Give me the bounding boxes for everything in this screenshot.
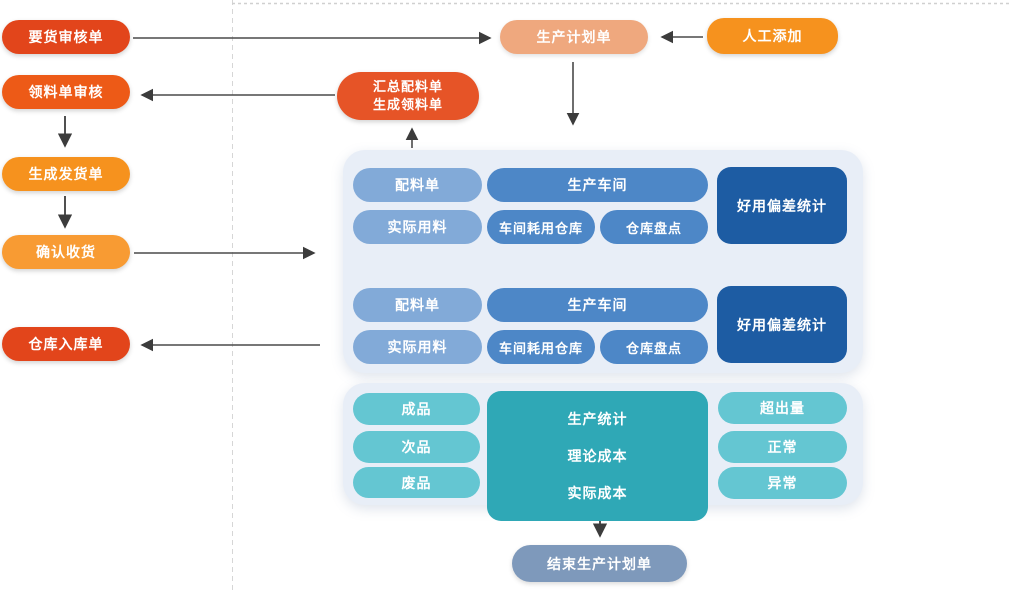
node-abnormal: 异常 <box>718 467 847 499</box>
node-excess-amount: 超出量 <box>718 392 847 424</box>
node-workshop-warehouse-2: 车间耗用仓库 <box>487 330 595 364</box>
node-manual-add: 人工添加 <box>707 18 838 54</box>
node-finished-goods: 成品 <box>353 393 480 425</box>
node-warehouse-inbound: 仓库入库单 <box>2 327 130 361</box>
node-deviation-stats-1: 好用偏差统计 <box>717 167 847 244</box>
node-inventory-check-2: 仓库盘点 <box>600 330 708 364</box>
node-deviation-stats-2: 好用偏差统计 <box>717 286 847 363</box>
summary-line-2: 生成领料单 <box>372 97 443 112</box>
node-actual-usage-2: 实际用料 <box>353 330 482 364</box>
node-create-delivery: 生成发货单 <box>2 157 130 191</box>
node-end-production-plan: 结束生产计划单 <box>512 545 687 582</box>
node-cost-stats: 生产统计 理论成本 实际成本 <box>487 391 708 521</box>
summary-line-1: 汇总配料单 <box>372 79 443 94</box>
cost-stats-line-3: 实际成本 <box>567 484 628 501</box>
node-confirm-receipt: 确认收货 <box>2 235 130 269</box>
node-demand-review: 要货审核单 <box>2 20 130 54</box>
node-picking-review: 领料单审核 <box>2 75 130 109</box>
node-bom-2: 配料单 <box>353 288 482 322</box>
node-workshop-1: 生产车间 <box>487 168 708 202</box>
cost-stats-line-2: 理论成本 <box>567 447 628 464</box>
cost-stats-line-1: 生产统计 <box>567 411 628 428</box>
node-workshop-warehouse-1: 车间耗用仓库 <box>487 210 595 244</box>
node-summary-picking: 汇总配料单 生成领料单 <box>337 72 479 120</box>
node-production-plan: 生产计划单 <box>500 20 648 54</box>
node-normal: 正常 <box>718 431 847 463</box>
node-scrap-goods: 废品 <box>353 467 480 498</box>
node-workshop-2: 生产车间 <box>487 288 708 322</box>
node-bom-1: 配料单 <box>353 168 482 202</box>
node-defective-goods: 次品 <box>353 431 480 463</box>
node-actual-usage-1: 实际用料 <box>353 210 482 244</box>
node-inventory-check-1: 仓库盘点 <box>600 210 708 244</box>
